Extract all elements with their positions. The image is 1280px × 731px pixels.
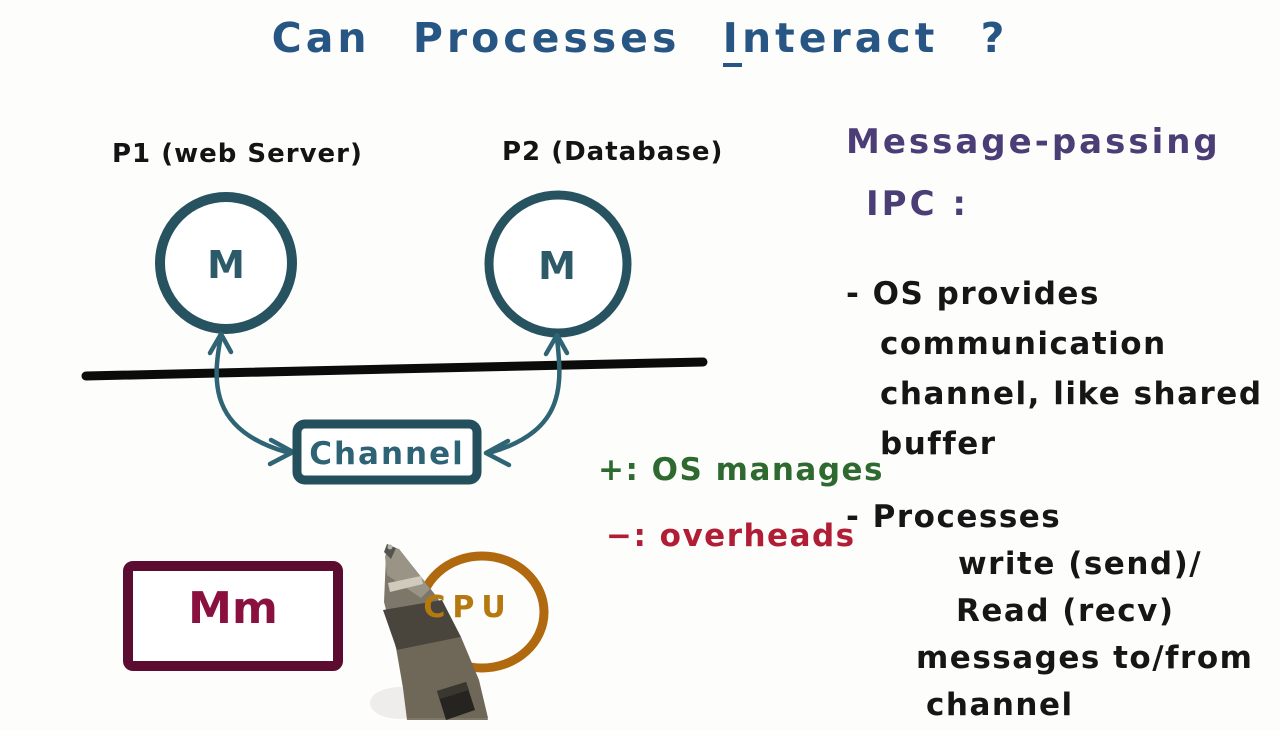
process2-letter: M <box>538 244 576 288</box>
bullet1-line1: - OS provides <box>846 276 1100 312</box>
bullet1-line3: channel, like shared <box>880 376 1263 412</box>
page-title-underlined-letter: I <box>722 14 742 67</box>
page-title-part3: nteract ? <box>741 14 1009 62</box>
arrowhead-into-channel-right <box>483 438 512 468</box>
arrow-p2-channel <box>483 332 570 468</box>
bullet2-line5: channel <box>926 687 1074 723</box>
bullet1-line4: buffer <box>880 426 997 462</box>
arrowhead-up-right <box>543 332 570 357</box>
process1-circle <box>155 192 297 334</box>
notes-bullet2: - Processes write (send)/ Read (recv) me… <box>846 496 1280 731</box>
process1-label: P1 (web Server) <box>112 139 363 169</box>
memory-label: Mm <box>188 583 278 634</box>
bullet2-line4: messages to/from <box>916 640 1254 676</box>
tradeoff-plus: +: OS manages <box>598 452 885 488</box>
pen-button-highlight <box>437 682 469 699</box>
bullet2-line3: Read (recv) <box>956 593 1175 629</box>
cpu-label: CPU <box>423 590 512 625</box>
notes-heading-line1: Message-passing <box>846 122 1221 162</box>
channel-box <box>292 419 482 485</box>
process1-letter: M <box>207 243 245 287</box>
pen-dark-band <box>383 600 461 650</box>
arrow-p1-channel <box>207 331 296 467</box>
bullet2-line1: - Processes <box>846 499 1062 535</box>
page-title: Can Processes Interact ? <box>0 14 1280 67</box>
kernel-boundary-line <box>81 357 708 381</box>
notes-bullet1: - OS provides communication channel, lik… <box>846 272 1280 472</box>
memory-box <box>123 561 343 671</box>
stylus-pen <box>370 544 488 720</box>
pen-nib <box>384 544 396 559</box>
pen-collar-highlight <box>388 576 423 592</box>
arrowhead-up-left <box>207 331 234 356</box>
bullet1-line2: communication <box>880 326 1167 362</box>
pen-nib-point <box>387 544 393 550</box>
channel-label: Channel <box>309 436 465 472</box>
bullet2-line2: write (send)/ <box>958 546 1203 582</box>
tradeoff-minus: −: overheads <box>606 518 856 554</box>
process2-label: P2 (Database) <box>502 137 723 167</box>
notes-heading-line2: IPC : <box>866 184 969 224</box>
page-title-part1: Can Processes <box>271 14 723 62</box>
notes-column: Message-passing IPC : - OS provides comm… <box>846 122 1280 731</box>
